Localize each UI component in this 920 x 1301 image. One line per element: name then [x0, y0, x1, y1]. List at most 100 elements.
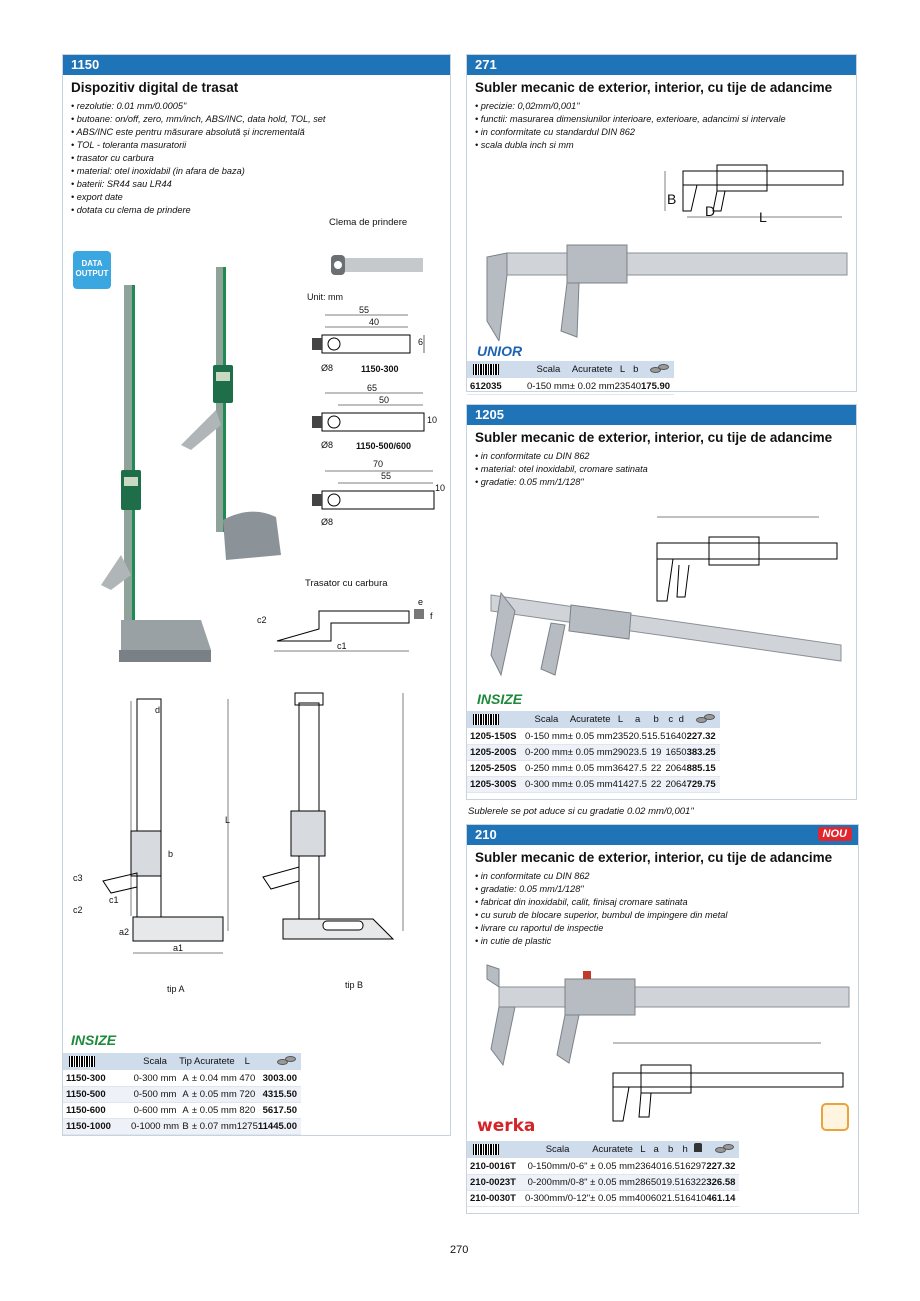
- col-header-b: b: [630, 361, 642, 379]
- clamp2-dim-a: 65: [367, 383, 378, 393]
- bullet-item: • in conformitate cu DIN 862: [475, 451, 590, 461]
- col-header-acuratete: Acuratete: [590, 1141, 635, 1159]
- table-cell: 322: [690, 1174, 707, 1191]
- price-cell: 461.14: [706, 1190, 740, 1207]
- table-cell: 720: [236, 1086, 258, 1103]
- table-cell: 297: [690, 1158, 707, 1175]
- table-cell: 40: [630, 378, 642, 395]
- table-cell: 0-150 mm: [527, 378, 570, 395]
- bullet-item: • cu surub de blocare superior, bumbul d…: [475, 910, 728, 920]
- table-cell: 19: [646, 744, 666, 761]
- type-b-label: tip B: [345, 980, 364, 990]
- clamp3-dim-a: 70: [373, 459, 384, 469]
- col-header-tip: Tip: [179, 1053, 192, 1071]
- table-cell: ± 0.04 mm: [191, 1070, 237, 1087]
- table-cell: 290: [612, 744, 629, 761]
- product-code-cell: 1150-500: [63, 1086, 131, 1103]
- bullet-item: • dotata cu clema de prindere: [71, 205, 191, 215]
- table-cell: 16: [665, 728, 677, 745]
- table-cell: 0-300mm/0-12": [525, 1190, 591, 1207]
- table-cell: 235: [612, 728, 629, 745]
- scriber-c2: c2: [257, 615, 267, 625]
- table-cell: 0-600 mm: [131, 1102, 180, 1119]
- product-code-cell: 1150-600: [63, 1102, 131, 1119]
- bullet-item: • ABS/INC este pentru măsurare absolută …: [71, 127, 305, 137]
- price-cell: 11445.00: [257, 1118, 301, 1135]
- bullet-item: • in conformitate cu standardul DIN 862: [475, 127, 635, 137]
- clamp-drawing-1: [312, 314, 425, 354]
- table-cell: 22: [646, 776, 666, 793]
- product-1150-panel: 1150 Dispozitiv digital de trasat • rezo…: [62, 54, 451, 1136]
- bullet-item: • functii: masurarea dimensiunilor inter…: [475, 114, 786, 124]
- barcode-icon: [473, 363, 499, 375]
- bullet-list: • in conformitate cu DIN 862• gradatie: …: [467, 870, 858, 948]
- data-output-badge: DATA OUTPUT: [73, 251, 111, 289]
- table-cell: 40: [676, 728, 687, 745]
- table-cell: 0-200mm/0-8": [525, 1174, 591, 1191]
- col-header-acuratete: Acuratete: [569, 361, 615, 379]
- clamp3-dim-c: 10: [435, 483, 446, 493]
- price-cell: 4315.50: [257, 1086, 301, 1103]
- type-b-drawing: [262, 692, 404, 940]
- dim-b-label: b: [168, 849, 174, 859]
- table-cell: ± 0.07 mm: [191, 1118, 237, 1135]
- clamp2-dim-d: Ø8: [321, 440, 334, 450]
- table-cell: 0-150mm/0-6": [525, 1158, 591, 1175]
- table-cell: 15.5: [646, 728, 666, 745]
- product-code-cell: 612035: [467, 378, 527, 395]
- table-cell: B: [179, 1118, 192, 1135]
- clamp2-dim-b: 50: [379, 395, 390, 405]
- col-header-l: L: [634, 1141, 651, 1159]
- clamp1-name: 1150-300: [361, 364, 399, 374]
- price-cell: 5617.50: [257, 1102, 301, 1119]
- new-badge: NOU: [817, 827, 852, 841]
- bullet-item: • rezolutie: 0.01 mm/0.0005": [71, 101, 187, 111]
- table-cell: 0-150 mm: [525, 728, 568, 745]
- product-code-cell: 1205-200S: [467, 744, 525, 761]
- dim-a2-label: a2: [119, 927, 130, 937]
- unit-label: Unit: mm: [307, 292, 343, 302]
- table-cell: 410: [690, 1190, 707, 1207]
- table-cell: 19.5: [661, 1174, 680, 1191]
- table-cell: 22: [646, 760, 666, 777]
- page-number: 270: [450, 1244, 469, 1256]
- table-cell: 400: [634, 1190, 651, 1207]
- table-cell: 64: [676, 760, 687, 777]
- bullet-item: • fabricat din inoxidabil, calit, finisa…: [475, 897, 688, 907]
- col-header-scala: Scala: [131, 1053, 180, 1071]
- table-cell: 0-250 mm: [525, 760, 568, 777]
- product-title: Subler mecanic de exterior, interior, cu…: [475, 80, 833, 95]
- col-header-acuratete: Acuratete: [567, 711, 613, 729]
- bullet-item: • gradatie: 0.05 mm/1/128": [475, 477, 584, 487]
- clamp3-dim-d: Ø8: [321, 517, 334, 527]
- coins-icon: [275, 1055, 297, 1067]
- clamp1-dim-c: 6: [418, 337, 424, 347]
- bullet-list: • in conformitate cu DIN 862• material: …: [467, 450, 856, 489]
- bullet-list: • precizie: 0,02mm/0,001"• functii: masu…: [467, 100, 856, 152]
- bullet-item: • TOL - toleranta masuratorii: [71, 140, 187, 150]
- table-cell: 820: [236, 1102, 258, 1119]
- product-code-cell: 210-0030T: [467, 1190, 525, 1207]
- col-header-l: L: [612, 711, 629, 729]
- trasator-label: Trasator cu carbura: [305, 578, 388, 589]
- table-cell: ± 0.05 mm: [590, 1174, 635, 1191]
- type-a-label: tip A: [167, 984, 185, 994]
- insize-logo: INSIZE: [477, 691, 523, 707]
- col-header-scala: Scala: [525, 711, 568, 729]
- col-header-scala: Scala: [525, 1141, 591, 1159]
- dim-b-label: B: [667, 191, 677, 207]
- clamp3-dim-b: 55: [381, 471, 392, 481]
- table-cell: 0-1000 mm: [131, 1118, 180, 1135]
- table-cell: 27.5: [628, 776, 647, 793]
- table-cell: 16: [665, 744, 677, 761]
- col-header-c: c: [665, 711, 677, 729]
- insize-logo: INSIZE: [71, 1032, 117, 1048]
- table-cell: A: [179, 1102, 192, 1119]
